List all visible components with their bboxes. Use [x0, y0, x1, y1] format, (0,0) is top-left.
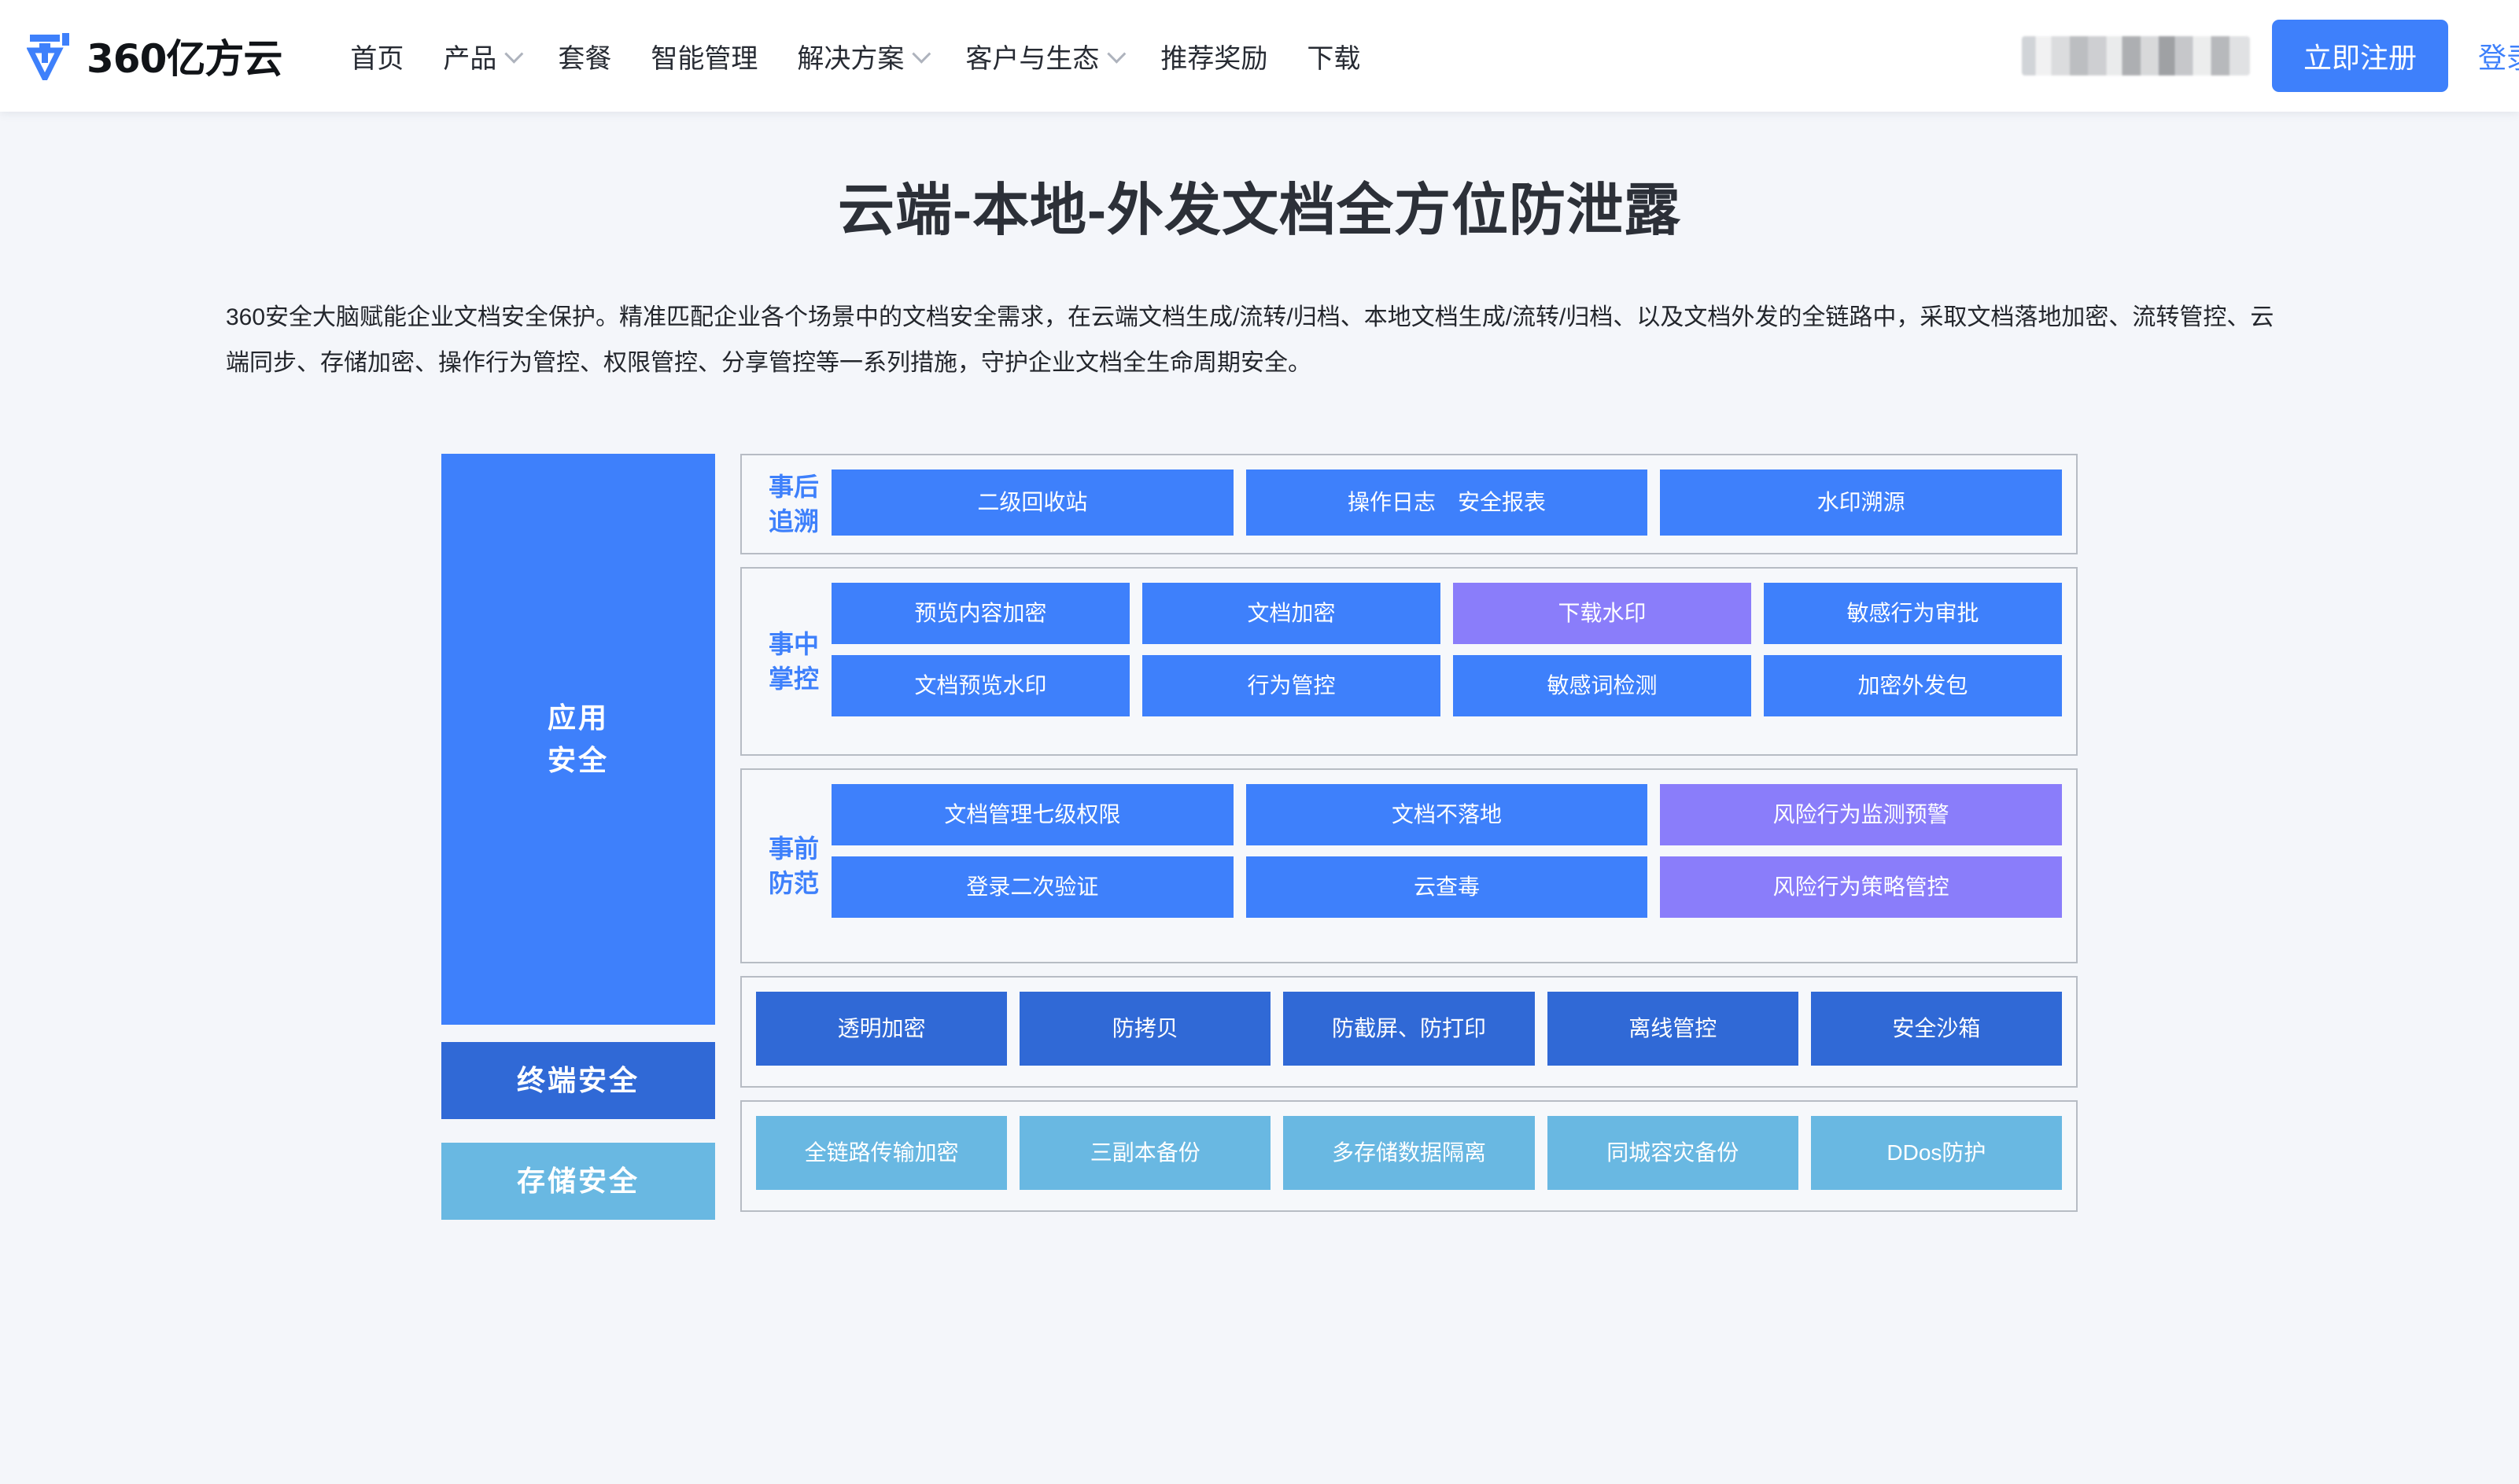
nav-item-customers-ecosystem[interactable]: 客户与生态 — [946, 0, 1141, 112]
feature-tile[interactable]: 风险行为监测预警 — [1660, 784, 2063, 845]
nav-item-label: 客户与生态 — [965, 43, 1100, 74]
chevron-down-icon — [1107, 44, 1127, 64]
feature-tile[interactable]: 防截屏、防打印 — [1283, 992, 1535, 1066]
feature-tile[interactable]: 安全沙箱 — [1810, 992, 2063, 1066]
nav-item-smart-management[interactable]: 智能管理 — [631, 0, 777, 112]
hero-description: 360安全大脑赋能企业文档安全保护。精准匹配企业各个场景中的文档安全需求，在云端… — [226, 304, 2274, 376]
feature-tile[interactable]: 敏感词检测 — [1453, 655, 1751, 716]
chevron-down-icon — [912, 44, 931, 64]
category-column: 应用 安全 终端安全 存储安全 — [441, 454, 715, 1220]
panel-row: 文档管理七级权限 文档不落地 风险行为监测预警 — [832, 784, 2063, 845]
feature-tile[interactable]: 全链路传输加密 — [756, 1116, 1008, 1190]
category-terminal-security: 终端安全 — [441, 1042, 715, 1119]
panel-pre-incident-prevention: 事前 防范 文档管理七级权限 文档不落地 风险行为监测预警 登录二次验证 云查毒… — [740, 768, 2078, 963]
nav-item-label: 套餐 — [558, 43, 612, 74]
page-title: 云端-本地-外发文档全方位防泄露 — [838, 179, 1681, 242]
feature-tile[interactable]: 文档管理七级权限 — [832, 784, 1234, 845]
nav-item-label: 产品 — [443, 43, 497, 74]
category-label: 应用 安全 — [547, 701, 609, 776]
nav-item-solutions[interactable]: 解决方案 — [777, 0, 946, 112]
panel-label: 事中 掌控 — [768, 630, 819, 693]
feature-tile[interactable]: 水印溯源 — [1660, 470, 2063, 536]
brand-logo[interactable]: 360亿方云 — [27, 28, 282, 84]
brand-name: 360亿方云 — [87, 36, 282, 82]
nav-item-label: 推荐奖励 — [1160, 43, 1268, 74]
nav-item-label: 首页 — [350, 43, 404, 74]
nav-item-label: 智能管理 — [651, 43, 758, 74]
nav-item-packages[interactable]: 套餐 — [538, 0, 631, 112]
login-link[interactable]: 登录 — [2477, 42, 2519, 74]
nav-menu: 首页 产品 套餐 智能管理 解决方案 客户与生态 推荐奖励 下载 — [330, 0, 1380, 112]
panel-grid: 透明加密 防拷贝 防截屏、防打印 离线管控 安全沙箱 — [756, 992, 2063, 1072]
nav-item-download[interactable]: 下载 — [1287, 0, 1380, 112]
feature-tile[interactable]: DDos防护 — [1810, 1116, 2063, 1190]
feature-tile[interactable]: 文档加密 — [1142, 583, 1440, 644]
panel-label: 事后 追溯 — [768, 473, 819, 536]
panel-row: 登录二次验证 云查毒 风险行为策略管控 — [832, 856, 2063, 918]
user-identifier-redacted — [2021, 36, 2250, 75]
feature-tile[interactable]: 多存储数据隔离 — [1283, 1116, 1535, 1190]
nav-actions: 立即注册 登录 — [2021, 0, 2519, 112]
feature-tile[interactable]: 敏感行为审批 — [1764, 583, 2062, 644]
nav-item-label: 解决方案 — [797, 43, 905, 74]
panel-post-incident-tracing: 事后 追溯 二级回收站 操作日志 安全报表 水印溯源 — [740, 454, 2078, 554]
panel-grid: 文档管理七级权限 文档不落地 风险行为监测预警 登录二次验证 云查毒 风险行为策… — [832, 784, 2063, 948]
panels-column: 事后 追溯 二级回收站 操作日志 安全报表 水印溯源 事中 掌控 — [740, 454, 2078, 1220]
nav-item-home[interactable]: 首页 — [330, 0, 423, 112]
feature-tile[interactable]: 文档预览水印 — [832, 655, 1130, 716]
panel-grid: 全链路传输加密 三副本备份 多存储数据隔离 同城容灾备份 DDos防护 — [756, 1116, 2063, 1196]
panel-row: 预览内容加密 文档加密 下载水印 敏感行为审批 — [832, 583, 2062, 644]
panel-terminal-security-features: 透明加密 防拷贝 防截屏、防打印 离线管控 安全沙箱 — [740, 976, 2078, 1088]
panel-row: 全链路传输加密 三副本备份 多存储数据隔离 同城容灾备份 DDos防护 — [756, 1116, 2063, 1190]
category-storage-security: 存储安全 — [441, 1143, 715, 1220]
hero-section: 云端-本地-外发文档全方位防泄露 360安全大脑赋能企业文档安全保护。精准匹配企… — [0, 112, 2519, 386]
security-architecture-diagram: 应用 安全 终端安全 存储安全 事后 追溯 二级回收站 操作日志 安全报表 水印… — [441, 454, 2078, 1220]
feature-tile[interactable]: 登录二次验证 — [832, 856, 1234, 918]
nav-item-label: 下载 — [1307, 43, 1361, 74]
nav-item-referral-rewards[interactable]: 推荐奖励 — [1141, 0, 1287, 112]
feature-tile[interactable]: 防拷贝 — [1020, 992, 1271, 1066]
panel-grid: 预览内容加密 文档加密 下载水印 敏感行为审批 文档预览水印 行为管控 敏感词检… — [832, 583, 2062, 740]
feature-tile[interactable]: 二级回收站 — [832, 470, 1234, 536]
feature-tile[interactable]: 文档不落地 — [1245, 784, 1648, 845]
panel-grid: 二级回收站 操作日志 安全报表 水印溯源 — [832, 470, 2063, 539]
feature-tile[interactable]: 行为管控 — [1142, 655, 1440, 716]
feature-tile[interactable]: 下载水印 — [1453, 583, 1751, 644]
register-button[interactable]: 立即注册 — [2271, 20, 2448, 92]
panel-label: 事前 防范 — [768, 834, 819, 897]
panel-row: 文档预览水印 行为管控 敏感词检测 加密外发包 — [832, 655, 2062, 716]
feature-tile[interactable]: 预览内容加密 — [832, 583, 1130, 644]
panel-row: 透明加密 防拷贝 防截屏、防打印 离线管控 安全沙箱 — [756, 992, 2063, 1066]
feature-tile[interactable]: 风险行为策略管控 — [1660, 856, 2063, 918]
top-navigation-bar: 360亿方云 首页 产品 套餐 智能管理 解决方案 客户与生态 推荐奖励 下载 — [0, 0, 2519, 112]
feature-tile[interactable]: 操作日志 安全报表 — [1245, 470, 1648, 536]
feature-tile[interactable]: 云查毒 — [1245, 856, 1648, 918]
panel-in-process-control: 事中 掌控 预览内容加密 文档加密 下载水印 敏感行为审批 文档预览水印 行为管… — [740, 567, 2078, 756]
feature-tile[interactable]: 透明加密 — [756, 992, 1008, 1066]
panel-row: 二级回收站 操作日志 安全报表 水印溯源 — [832, 470, 2063, 536]
yifangyun-logo-icon — [27, 33, 69, 80]
panel-storage-security-features: 全链路传输加密 三副本备份 多存储数据隔离 同城容灾备份 DDos防护 — [740, 1100, 2078, 1212]
feature-tile[interactable]: 加密外发包 — [1764, 655, 2062, 716]
feature-tile[interactable]: 同城容灾备份 — [1547, 1116, 1798, 1190]
feature-tile[interactable]: 三副本备份 — [1020, 1116, 1271, 1190]
nav-item-products[interactable]: 产品 — [423, 0, 538, 112]
chevron-down-icon — [504, 44, 524, 64]
feature-tile[interactable]: 离线管控 — [1547, 992, 1798, 1066]
category-application-security: 应用 安全 — [441, 454, 715, 1025]
